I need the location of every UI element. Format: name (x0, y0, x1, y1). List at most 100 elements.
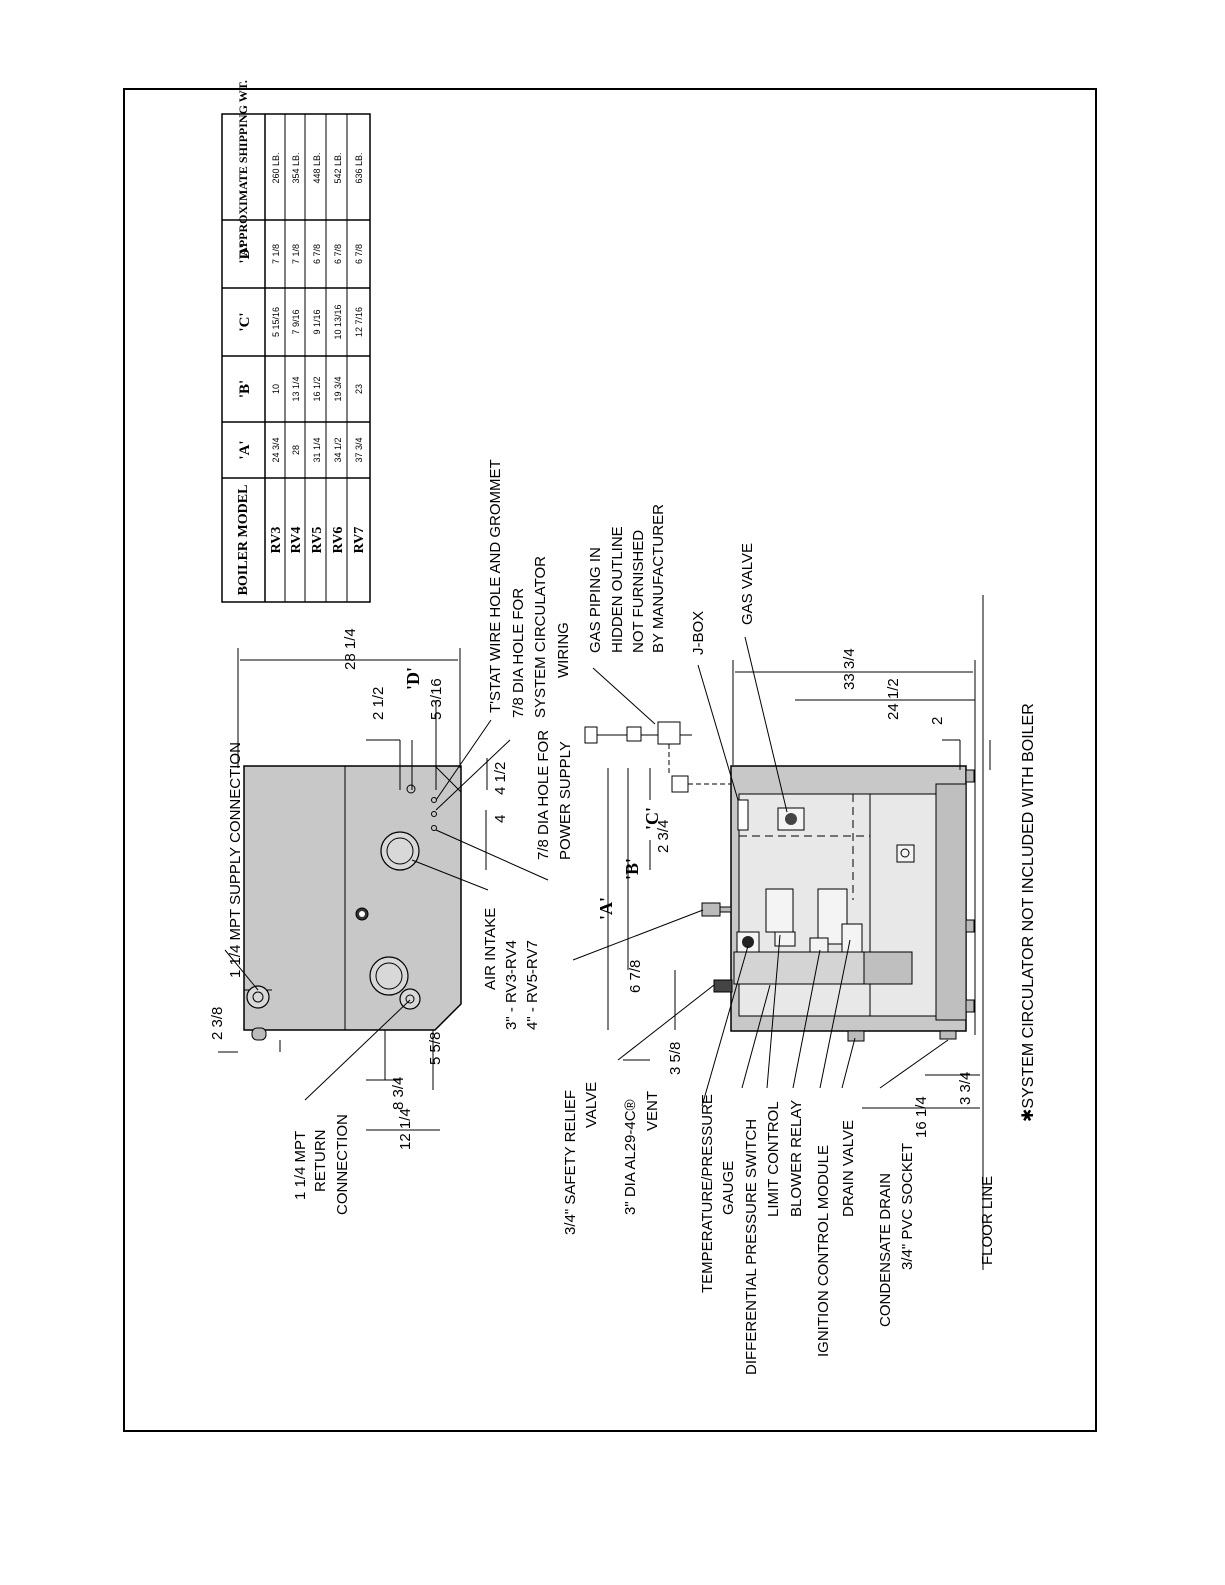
dim-5-3-16: 5 3/16 (428, 678, 445, 720)
row-c: 12 7/16 (354, 307, 364, 337)
row-model: RV7 (352, 527, 367, 554)
vent-label-1: 3" DIA AL29-4C® (622, 1099, 639, 1215)
table-row: RV5 31 1/4 16 1/2 9 1/16 6 7/8 448 LB. (310, 152, 325, 553)
gauge-label-2: GAUGE (720, 1161, 737, 1215)
power-hole-label-2: POWER SUPPLY (557, 741, 574, 860)
table-header-b: 'B' (237, 380, 253, 398)
row-d: 6 7/8 (354, 244, 364, 264)
supply-connection-label: 1 1/4 MPT SUPPLY CONNECTION (227, 742, 244, 978)
dim-4: 4 (492, 815, 509, 823)
row-weight: 542 LB. (333, 152, 343, 183)
table-row: RV3 24 3/4 10 5 15/16 7 1/8 260 LB. (269, 152, 284, 553)
differential-switch-label: DIFFERENTIAL PRESSURE SWITCH (743, 1119, 760, 1375)
return-connection-label-1: 1 1/4 MPT (292, 1131, 309, 1200)
gas-valve-label: GAS VALVE (739, 543, 756, 625)
drain-valve-label: DRAIN VALVE (840, 1120, 857, 1217)
dim-5-5-8: 5 5/8 (427, 1032, 444, 1065)
condensate-drain-label-1: CONDENSATE DRAIN (877, 1173, 894, 1327)
relief-valve-label-2: VALVE (583, 1082, 600, 1128)
tstat-label: T'STAT WIRE HOLE AND GROMMET (487, 459, 504, 713)
row-d: 7 1/8 (271, 244, 281, 264)
blower-relay-label: BLOWER RELAY (788, 1100, 805, 1217)
table-row: RV4 28 13 1/4 7 9/16 7 1/8 354 LB. (289, 152, 304, 553)
row-d: 6 7/8 (312, 244, 322, 264)
air-intake-label-2: 3" - RV3-RV4 (503, 940, 520, 1030)
dim-b: 'B' (622, 858, 642, 880)
dim-28-1-4: 28 1/4 (342, 628, 359, 670)
row-b: 16 1/2 (312, 376, 322, 401)
floor-line-label: FLOOR LINE (979, 1176, 996, 1265)
table-header-weight: APPROXIMATE SHIPPING WT. (236, 80, 250, 256)
ignition-module-label: IGNITION CONTROL MODULE (815, 1145, 832, 1357)
row-c: 9 1/16 (312, 309, 322, 334)
gas-piping-label-1: GAS PIPING IN (587, 547, 604, 653)
model-dimension-table: BOILER MODEL 'A' 'B' 'C' 'D' APPROXIMATE… (221, 80, 371, 603)
row-weight: 636 LB. (354, 152, 364, 183)
return-connection-label-2: RETURN (312, 1130, 329, 1193)
table-row: RV7 37 3/4 23 12 7/16 6 7/8 636 LB. (352, 152, 367, 553)
dim-c: 'C' (642, 807, 662, 830)
dim-a: 'A' (596, 897, 616, 920)
row-weight: 448 LB. (312, 152, 322, 183)
vent-label-2: VENT (644, 1091, 661, 1131)
dim-16-1-4: 16 1/4 (913, 1096, 930, 1138)
row-a: 28 (291, 445, 301, 455)
dim-3-5-8: 3 5/8 (667, 1042, 684, 1075)
boiler-front-view (701, 765, 975, 1042)
gauge-label-1: TEMPERATURE/PRESSURE (699, 1094, 716, 1293)
dim-12-1-4: 12 1/4 (397, 1108, 414, 1150)
gas-piping-label-3: NOT FURNISHED (630, 530, 647, 653)
supply-connection-icon (246, 985, 270, 1009)
dim-6-7-8: 6 7/8 (627, 960, 644, 993)
callout-labels: 1 1/4 MPT SUPPLY CONNECTION T'STAT WIRE … (227, 459, 1037, 1375)
boiler-top-view (243, 765, 462, 1041)
table-header-model: BOILER MODEL (236, 485, 251, 596)
row-b: 10 (271, 384, 281, 394)
power-hole-label-1: 7/8 DIA HOLE FOR (535, 730, 552, 860)
dim-33-3-4: 33 3/4 (841, 648, 858, 690)
row-model: RV5 (310, 527, 325, 554)
row-c: 10 13/16 (333, 304, 343, 339)
condensate-drain-label-2: 3/4" PVC SOCKET (899, 1143, 916, 1270)
row-weight: 260 LB. (271, 152, 281, 183)
dim-2-1-2: 2 1/2 (370, 687, 387, 720)
row-d: 6 7/8 (333, 244, 343, 264)
air-intake-label-3: 4" - RV5-RV7 (524, 940, 541, 1030)
row-b: 19 3/4 (333, 376, 343, 401)
circulator-note: ✱SYSTEM CIRCULATOR NOT INCLUDED WITH BOI… (1020, 703, 1037, 1122)
return-connection-label-3: CONNECTION (334, 1114, 351, 1215)
table-row: RV6 34 1/2 19 3/4 10 13/16 6 7/8 542 LB. (331, 152, 346, 553)
dim-8-3-4: 8 3/4 (390, 1077, 407, 1110)
row-d: 7 1/8 (291, 244, 301, 264)
tstat-hole-icon (406, 784, 416, 794)
dim-d: 'D' (403, 667, 423, 690)
gas-piping-label-4: BY MANUFACTURER (650, 504, 667, 653)
row-weight: 354 LB. (291, 152, 301, 183)
row-model: RV6 (331, 527, 346, 554)
row-a: 31 1/4 (312, 437, 322, 462)
return-connection-icon (399, 988, 421, 1010)
row-a: 34 1/2 (333, 437, 343, 462)
row-a: 24 3/4 (271, 437, 281, 462)
table-header-a: 'A' (237, 440, 253, 459)
dim-2-3-8: 2 3/8 (209, 1007, 226, 1040)
row-model: RV4 (289, 527, 304, 554)
dim-2: 2 (929, 717, 946, 725)
dim-4-1-2: 4 1/2 (492, 762, 509, 795)
limit-control-label: LIMIT CONTROL (765, 1101, 782, 1217)
row-b: 13 1/4 (291, 376, 301, 401)
table-header-c: 'C' (237, 312, 253, 331)
jbox-label: J-BOX (690, 611, 707, 655)
leader-lines (224, 636, 949, 1107)
dim-2-3-4: 2 3/4 (655, 820, 672, 853)
dimension-lines (218, 595, 991, 1270)
row-c: 5 15/16 (271, 307, 281, 337)
air-intake-label-1: AIR INTAKE (482, 908, 499, 990)
gas-piping (584, 721, 731, 793)
gas-piping-label-2: HIDDEN OUTLINE (609, 526, 626, 653)
circulator-hole-label-1: 7/8 DIA HOLE FOR (510, 588, 527, 718)
row-b: 23 (354, 384, 364, 394)
ignition-module-icon (841, 923, 863, 953)
dim-24-1-2: 24 1/2 (885, 678, 902, 720)
